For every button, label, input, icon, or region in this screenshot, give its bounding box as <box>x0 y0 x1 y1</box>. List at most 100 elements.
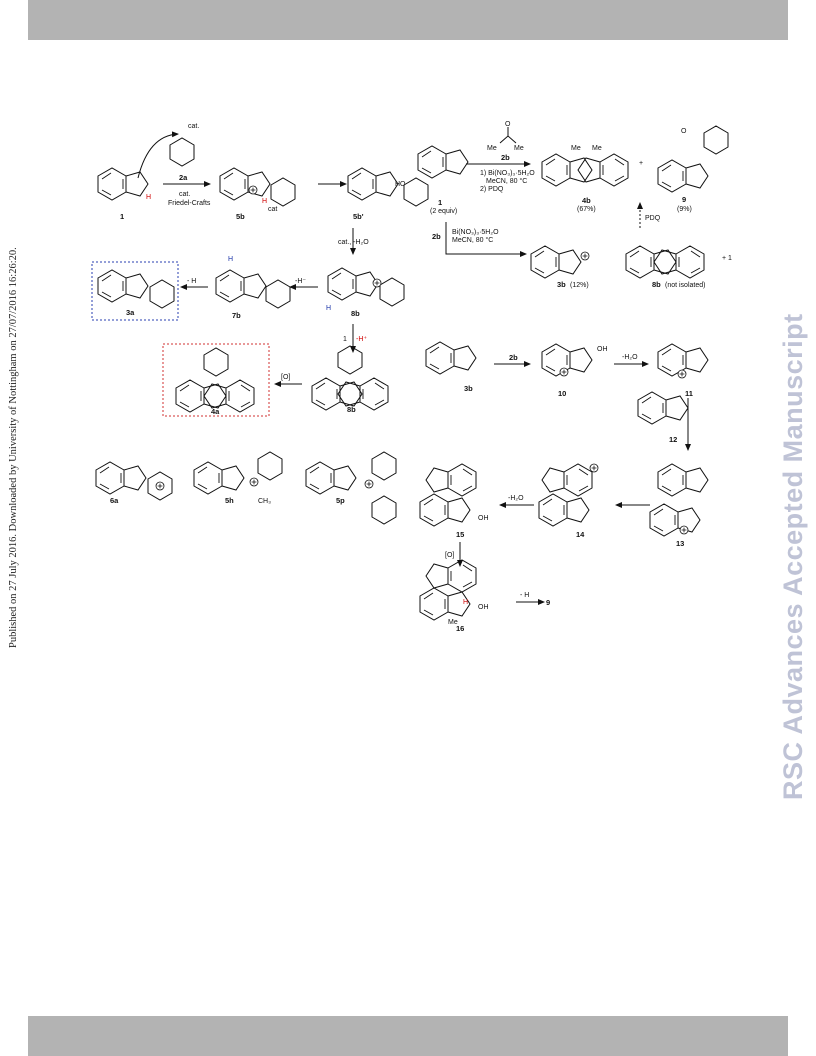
product-3a: 3a <box>97 269 175 317</box>
product-4b: Me Me 4b (67%) <box>541 145 629 213</box>
svg-text:OH: OH <box>478 515 489 522</box>
svg-text:2b: 2b <box>432 232 441 241</box>
svg-text:1: 1 <box>343 336 347 343</box>
intermediate-8b-dimer: 8b <box>311 345 389 414</box>
svg-text:- H: - H <box>520 592 529 599</box>
svg-text:Me: Me <box>514 145 524 152</box>
svg-text:OH: OH <box>597 346 608 353</box>
compound-1: 1 H <box>97 167 151 221</box>
intermediate-10: OH 10 <box>541 343 608 398</box>
svg-text:14: 14 <box>576 530 585 539</box>
svg-text:13: 13 <box>676 539 684 548</box>
svg-text:1) Bi(NO₃)₃·5H₂O: 1) Bi(NO₃)₃·5H₂O <box>480 170 535 177</box>
intermediate-14: 14 <box>538 463 599 539</box>
svg-text:- H: - H <box>187 278 196 285</box>
indole-12: 12 <box>637 391 689 444</box>
svg-text:-H₂O: -H₂O <box>622 354 638 361</box>
svg-text:11: 11 <box>685 389 693 398</box>
svg-text:[O]: [O] <box>281 374 290 381</box>
svg-text:Me: Me <box>448 619 458 626</box>
svg-text:(2 equiv): (2 equiv) <box>430 208 457 215</box>
svg-text:cat: cat <box>268 206 277 213</box>
svg-text:5b': 5b' <box>353 212 364 221</box>
arrow <box>445 222 527 257</box>
cation-3b: 3b (12%) <box>530 245 590 289</box>
intermediate-11: 11 <box>657 343 709 398</box>
svg-text:2a: 2a <box>179 173 188 182</box>
svg-text:2b: 2b <box>509 353 518 362</box>
header-bar <box>28 0 788 40</box>
svg-text:Me: Me <box>487 145 497 152</box>
intermediate-5b-prime: HO 5b' <box>347 167 429 221</box>
product-box-3a <box>91 261 179 321</box>
svg-text:(not isolated): (not isolated) <box>665 282 705 289</box>
svg-text:2b: 2b <box>501 153 510 162</box>
svg-text:cat.: cat. <box>179 191 190 198</box>
svg-text:(12%): (12%) <box>570 282 589 289</box>
svg-text:3a: 3a <box>126 308 135 317</box>
intermediate-8b: H 8b <box>326 267 405 318</box>
svg-text:9: 9 <box>682 195 686 204</box>
svg-text:16: 16 <box>456 624 464 633</box>
intermediate-16: H OH Me 16 <box>419 559 489 633</box>
svg-text:H: H <box>262 198 267 205</box>
svg-text:Me: Me <box>571 145 581 152</box>
svg-text:+: + <box>639 160 643 167</box>
acetone-2b: O Me Me <box>487 121 524 152</box>
svg-text:O: O <box>681 128 687 135</box>
intermediate-13: 13 <box>649 463 709 548</box>
svg-text:H: H <box>228 256 233 263</box>
svg-text:O: O <box>505 121 511 128</box>
svg-text:(9%): (9%) <box>677 206 692 213</box>
svg-text:PDQ: PDQ <box>645 215 661 222</box>
svg-text:Friedel-Crafts: Friedel-Crafts <box>168 200 211 207</box>
svg-text:8b: 8b <box>652 280 661 289</box>
svg-text:-H⁺: -H⁺ <box>356 336 367 343</box>
svg-text:15: 15 <box>456 530 464 539</box>
svg-text:CH₃: CH₃ <box>258 498 271 505</box>
svg-text:10: 10 <box>558 389 566 398</box>
cation-5h: CH₃ 5h <box>193 451 283 505</box>
cation-5p: 5p <box>305 451 397 525</box>
product-box-4a <box>162 343 270 417</box>
footer-bar <box>28 1016 788 1056</box>
svg-text:7b: 7b <box>232 311 241 320</box>
svg-text:-H₂O: -H₂O <box>508 495 524 502</box>
svg-text:Bi(NO₃)₃·5H₂O: Bi(NO₃)₃·5H₂O <box>452 229 499 236</box>
svg-text:-H⁻: -H⁻ <box>295 278 306 285</box>
svg-text:12: 12 <box>669 435 677 444</box>
svg-text:OH: OH <box>478 604 489 611</box>
intermediate-15: OH 15 <box>419 463 489 539</box>
svg-text:MeCN, 80 °C: MeCN, 80 °C <box>452 236 493 244</box>
svg-text:(67%): (67%) <box>577 206 596 213</box>
svg-text:3b: 3b <box>557 280 566 289</box>
svg-text:Me: Me <box>592 145 602 152</box>
svg-text:+ 1: + 1 <box>722 255 732 262</box>
svg-text:2) PDQ: 2) PDQ <box>480 186 504 193</box>
intermediate-7b: H 7b <box>215 256 291 320</box>
svg-text:[O]: [O] <box>445 552 454 559</box>
svg-text:HO: HO <box>395 181 406 188</box>
svg-text:H: H <box>463 599 468 606</box>
intermediate-8b-right: 8b (not isolated) <box>625 245 705 289</box>
intermediate-3b: 3b <box>425 341 477 393</box>
svg-text:5h: 5h <box>225 496 234 505</box>
svg-text:9: 9 <box>546 598 550 607</box>
svg-text:5b: 5b <box>236 212 245 221</box>
svg-text:MeCN, 80 °C: MeCN, 80 °C <box>486 177 527 185</box>
svg-text:4a: 4a <box>211 407 220 416</box>
svg-text:6a: 6a <box>110 496 119 505</box>
compound-1-right: 1 (2 equiv) <box>417 145 469 215</box>
svg-text:5p: 5p <box>336 496 345 505</box>
product-9: O 9 (9%) <box>657 125 729 213</box>
svg-text:4b: 4b <box>582 196 591 205</box>
svg-text:H: H <box>326 305 331 312</box>
cation-6a: 6a <box>95 461 173 505</box>
svg-text:3b: 3b <box>464 384 473 393</box>
svg-text:1: 1 <box>438 198 442 207</box>
svg-text:cat.: cat. <box>188 123 199 130</box>
ketone-2a: cat. <box>169 123 199 167</box>
svg-text:1: 1 <box>120 212 124 221</box>
intermediate-5b: H 5b cat <box>219 167 296 221</box>
